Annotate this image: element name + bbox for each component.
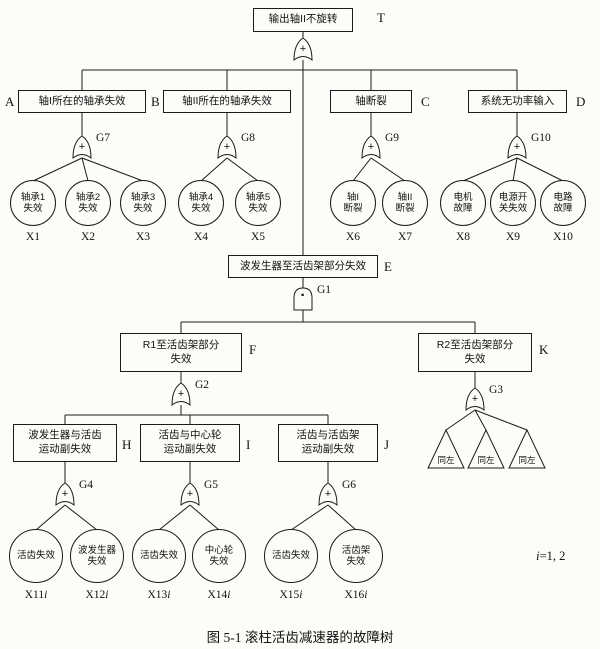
tag-c: C xyxy=(421,94,430,109)
basic-event-x1: 轴承1 失效 xyxy=(10,180,56,226)
node-i: 活齿与中心轮 运动副失效 xyxy=(140,424,240,462)
gate-label-g1: G1 xyxy=(317,284,332,296)
gate-label-g2: G2 xyxy=(195,379,210,391)
tag-f: F xyxy=(249,342,257,357)
transfer-label: 同左 xyxy=(518,455,536,465)
node-h: 波发生器与活齿 运动副失效 xyxy=(13,424,117,462)
tag-d: D xyxy=(576,94,586,109)
label-x13: X13i xyxy=(147,589,171,601)
node-top-event: 输出轴II不旋转 xyxy=(253,8,353,32)
tag-k: K xyxy=(539,342,549,357)
or-symbol: + xyxy=(186,488,194,500)
or-symbol: + xyxy=(324,488,332,500)
basic-event-x16: 活齿架 失效 xyxy=(329,529,383,583)
tag-h: H xyxy=(122,437,132,452)
transfer-symbol-1: 同左 xyxy=(426,428,466,469)
basic-event-x14: 中心轮 失效 xyxy=(192,529,246,583)
gate-g9: + G9 xyxy=(359,132,399,160)
and-symbol: · xyxy=(300,287,306,304)
or-symbol: + xyxy=(78,141,86,153)
gate-g2: + G2 xyxy=(169,379,209,407)
basic-event-x10: 电路 故障 xyxy=(540,180,586,226)
figure-caption: 图 5-1 滚柱活齿减速器的故障树 xyxy=(206,630,394,645)
gate-g7: + G7 xyxy=(70,132,110,160)
node-f: R1至活齿架部分 失效 xyxy=(120,333,242,372)
or-symbol: + xyxy=(513,141,521,153)
tag-t: T xyxy=(377,10,385,25)
label-x15: X15i xyxy=(279,589,303,601)
label-x6: X6 xyxy=(345,231,361,243)
label-x5: X5 xyxy=(250,231,266,243)
or-symbol: + xyxy=(177,388,185,400)
label-x7: X7 xyxy=(397,231,413,243)
node-b: 轴II所在的轴承失效 xyxy=(163,90,291,113)
label-x1: X1 xyxy=(25,231,41,243)
node-k: R2至活齿架部分 失效 xyxy=(418,333,532,372)
basic-event-x8: 电机 故障 xyxy=(440,180,486,226)
basic-event-x2: 轴承2 失效 xyxy=(65,180,111,226)
gate-g3: + G3 xyxy=(463,384,503,412)
or-symbol: + xyxy=(61,488,69,500)
gate-label-g8: G8 xyxy=(241,132,256,144)
gate-g8: + G8 xyxy=(215,132,255,160)
basic-event-x6: 轴I 断裂 xyxy=(330,180,376,226)
basic-event-x3: 轴承3 失效 xyxy=(120,180,166,226)
node-d: 系统无功率输入 xyxy=(468,90,567,113)
label-x3: X3 xyxy=(135,231,151,243)
label-x11: X11i xyxy=(24,589,48,601)
basic-event-x11: 活齿失效 xyxy=(9,529,63,583)
tag-e: E xyxy=(384,259,392,274)
basic-event-x13: 活齿失效 xyxy=(132,529,186,583)
gate-label-g6: G6 xyxy=(342,479,357,491)
gate-label-g4: G4 xyxy=(79,479,94,491)
label-x9: X9 xyxy=(505,231,521,243)
label-x2: X2 xyxy=(80,231,96,243)
node-c: 轴断裂 xyxy=(330,90,412,113)
basic-event-x4: 轴承4 失效 xyxy=(178,180,224,226)
node-e: 波发生器至活齿架部分失效 xyxy=(228,255,378,278)
index-note: i=1, 2 xyxy=(536,548,566,563)
gate-label-g10: G10 xyxy=(531,132,551,144)
transfer-label: 同左 xyxy=(477,455,495,465)
gate-g10: + G10 xyxy=(505,132,551,160)
gate-top-or: + xyxy=(291,36,315,62)
or-symbol: + xyxy=(367,141,375,153)
node-a: 轴I所在的轴承失效 xyxy=(18,90,146,113)
or-symbol: + xyxy=(299,43,307,55)
gate-g1-and: · G1 xyxy=(291,284,331,312)
basic-event-x15: 活齿失效 xyxy=(264,529,318,583)
tag-j: J xyxy=(384,437,390,452)
label-x4: X4 xyxy=(193,231,209,243)
gate-g5: + G5 xyxy=(178,479,218,507)
gate-label-g5: G5 xyxy=(204,479,219,491)
basic-event-x5: 轴承5 失效 xyxy=(235,180,281,226)
basic-event-x7: 轴II 断裂 xyxy=(382,180,428,226)
gate-g6: + G6 xyxy=(316,479,356,507)
label-x8: X8 xyxy=(455,231,471,243)
transfer-symbol-3: 同左 xyxy=(507,428,547,469)
gate-label-g7: G7 xyxy=(96,132,111,144)
or-symbol: + xyxy=(471,393,479,405)
basic-event-x12: 波发生器 失效 xyxy=(70,529,124,583)
transfer-symbol-2: 同左 xyxy=(466,428,506,469)
gate-g4: + G4 xyxy=(53,479,93,507)
node-j: 活齿与活齿架 运动副失效 xyxy=(278,424,378,462)
label-x10: X10 xyxy=(553,231,573,243)
basic-event-x9: 电源开 关失效 xyxy=(490,180,536,226)
label-x14: X14i xyxy=(207,589,231,601)
or-symbol: + xyxy=(223,141,231,153)
tag-i: I xyxy=(246,437,251,452)
label-x12: X12i xyxy=(85,589,109,601)
transfer-label: 同左 xyxy=(437,455,455,465)
tag-b: B xyxy=(151,94,160,109)
gate-label-g3: G3 xyxy=(489,384,504,396)
label-x16: X16i xyxy=(344,589,368,601)
tag-a: A xyxy=(5,94,15,109)
gate-label-g9: G9 xyxy=(385,132,400,144)
